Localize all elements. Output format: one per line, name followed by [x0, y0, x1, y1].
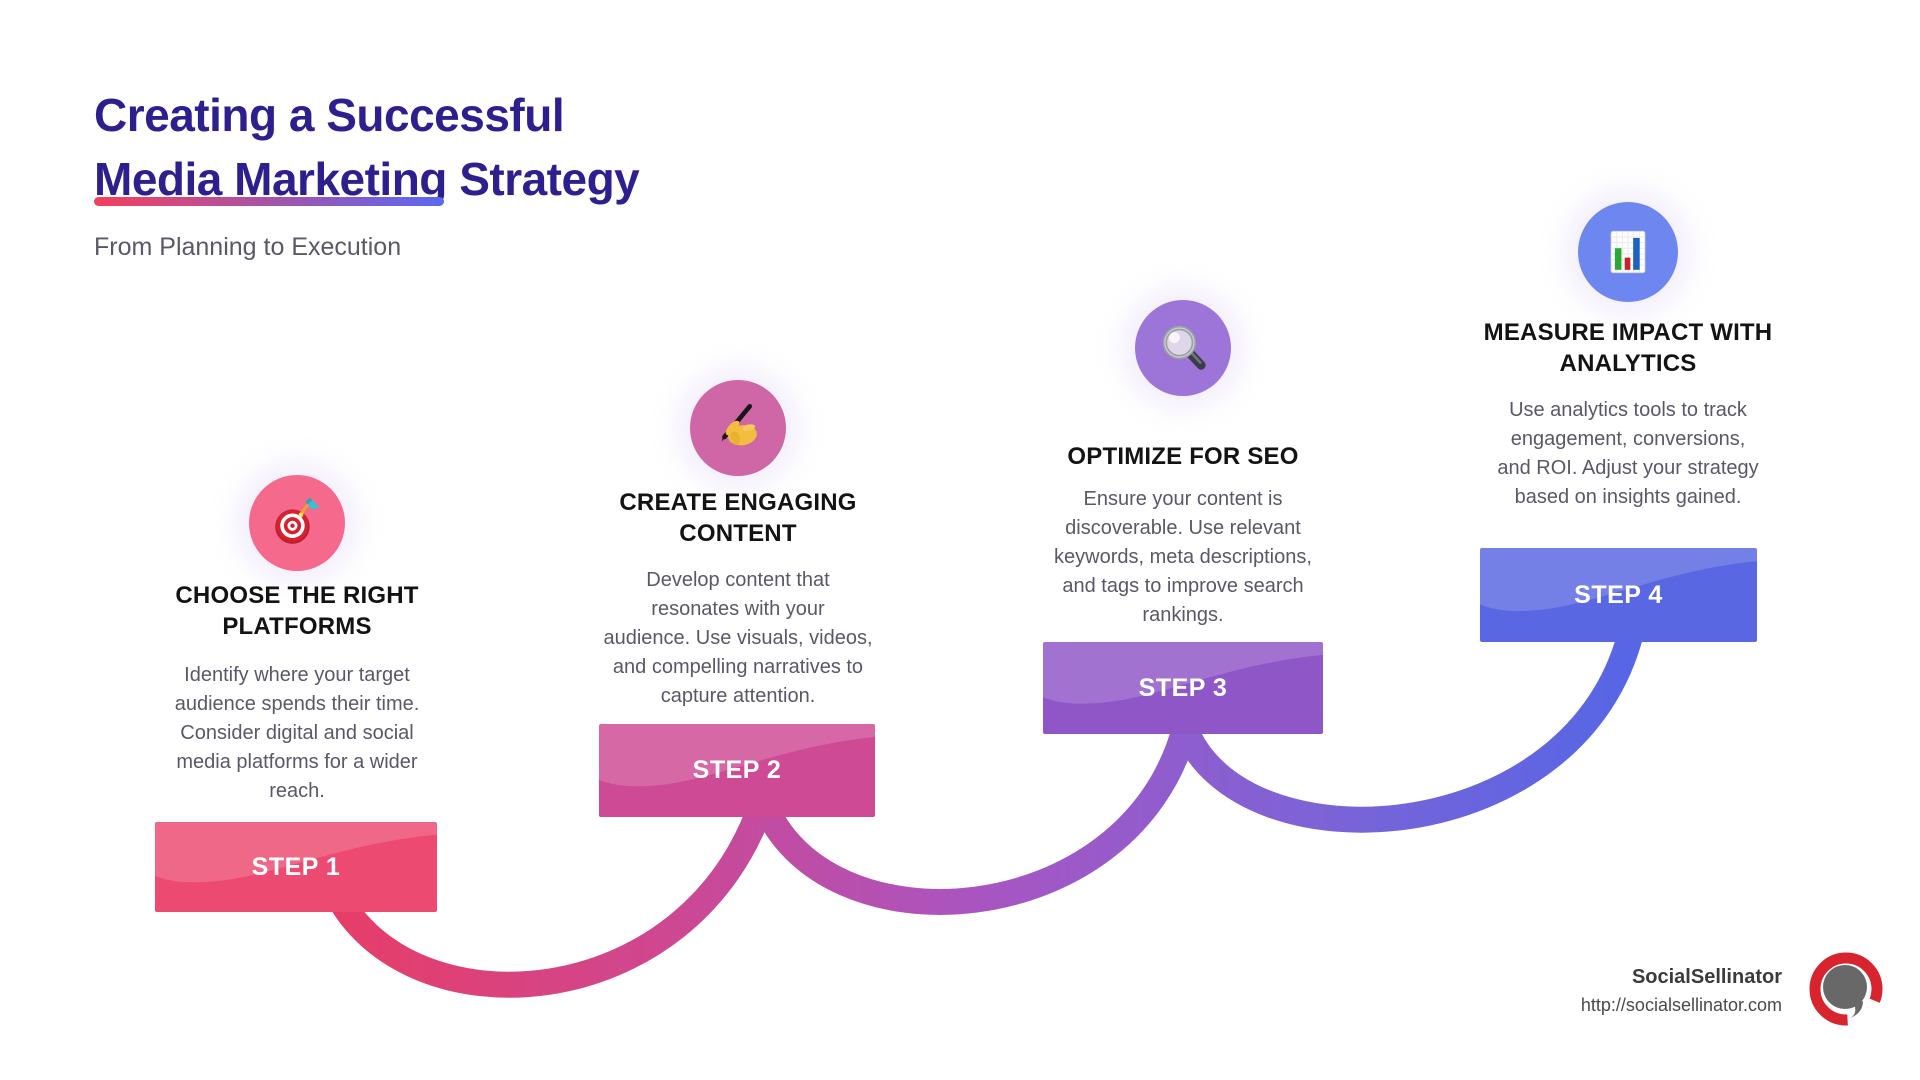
step-2-description: Develop content that resonates with your…	[603, 569, 873, 707]
step-1-title: CHOOSE THE RIGHT PLATFORMS	[175, 582, 419, 641]
step-2-icon-circle	[690, 380, 786, 476]
brand-name: SocialSellinator	[1631, 966, 1782, 988]
step-2-banner: STEP 2	[599, 724, 875, 817]
step-2-banner-label: STEP 2	[692, 756, 782, 784]
banner-sheen	[1043, 642, 1323, 704]
step-1-banner-label: STEP 1	[251, 852, 341, 881]
step-3-banner-label: STEP 3	[1138, 673, 1228, 702]
step-1-icon-circle	[249, 475, 345, 571]
step-4-title: MEASURE IMPACT WITH ANALYTICS	[1483, 319, 1773, 378]
step-4-icon-circle	[1578, 202, 1678, 302]
step-4-banner: STEP 4	[1480, 548, 1757, 642]
step-4-description: Use analytics tools to track engagement,…	[1497, 399, 1759, 508]
target-icon	[275, 497, 320, 544]
banner-sheen	[155, 822, 437, 883]
page-subtitle: From Planning to Execution	[94, 233, 402, 261]
footer: SocialSellinator http://socialsellinator…	[1581, 962, 1782, 1019]
banner-sheen	[1480, 548, 1757, 612]
socialsellinator-logo-icon	[1809, 952, 1883, 1026]
banner-sheen	[599, 724, 875, 787]
step-3-icon-circle	[1135, 300, 1231, 396]
writing-hand-icon	[721, 403, 757, 446]
step-3-description: Ensure your content is discoverable. Use…	[1054, 488, 1312, 626]
step-1-banner: STEP 1	[155, 822, 437, 912]
bar-chart-icon	[1610, 230, 1646, 274]
step-3-banner: STEP 3	[1043, 642, 1323, 734]
step-4-banner-label: STEP 4	[1574, 580, 1663, 609]
page-title: Creating a Successful Media Marketing St…	[94, 88, 640, 206]
step-2-title: CREATE ENGAGING CONTENT	[619, 489, 857, 548]
step-1-description: Identify where your target audience spen…	[174, 664, 420, 802]
brand-url: http://socialsellinator.com	[1580, 995, 1782, 1015]
step-3-title: OPTIMIZE FOR SEO	[1067, 443, 1299, 470]
title-underline-bar	[94, 197, 444, 206]
magnifier-icon	[1162, 325, 1206, 370]
